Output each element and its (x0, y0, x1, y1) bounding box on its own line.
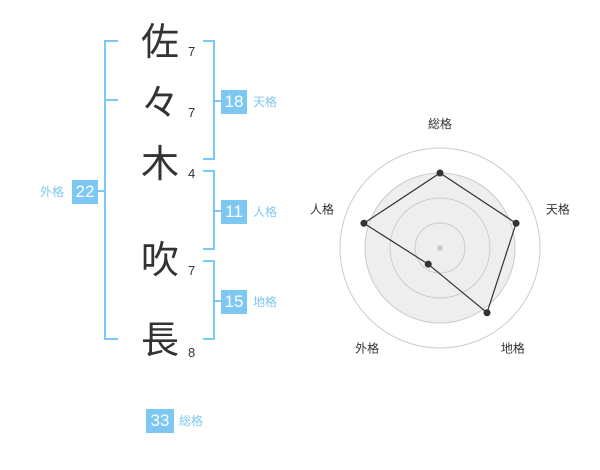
jinkaku-label: 人格 (253, 205, 278, 219)
radar-axis-label-2: 天格 (546, 202, 570, 217)
jinkaku-value: 11 (221, 200, 247, 224)
radar-point-1 (436, 169, 444, 177)
gaikaku-tick-middle (104, 99, 118, 101)
gaikaku-value: 22 (72, 180, 98, 204)
tenkaku-label: 天格 (253, 95, 278, 109)
stroke-count-5: 8 (188, 345, 196, 360)
radar-axis-label-4: 外格 (355, 340, 379, 355)
radar-point-3 (483, 309, 491, 317)
soukaku-value: 33 (146, 409, 174, 433)
radar-point-4 (424, 260, 432, 268)
radar-ring (414, 222, 466, 274)
soukaku-label: 総格 (179, 414, 204, 428)
chikaku-label: 地格 (253, 295, 278, 309)
stroke-count-2: 7 (188, 105, 196, 120)
radar-point-5 (360, 219, 368, 227)
radar-polygon (362, 172, 517, 314)
tenkaku-value: 18 (221, 90, 247, 114)
stroke-count-3: 4 (188, 166, 196, 181)
radar-axis-label-1: 総格 (428, 116, 452, 131)
gaikaku-bracket (104, 40, 118, 340)
jinkaku-connector (213, 210, 223, 212)
radar-axis-label-3: 地格 (501, 340, 525, 355)
name-char-1: 佐 (141, 20, 180, 64)
radar-point-2 (512, 219, 520, 227)
stroke-count-1: 7 (188, 44, 196, 59)
chikaku-value: 15 (221, 290, 247, 314)
name-char-5: 長 (141, 318, 180, 362)
gaikaku-label: 外格 (40, 185, 65, 199)
name-char-2: 々 (141, 81, 180, 125)
gaikaku-connector (96, 190, 106, 192)
chikaku-connector (213, 300, 223, 302)
radar-center (437, 245, 443, 251)
stroke-count-4: 7 (188, 263, 196, 278)
radar-axis-label-5: 人格 (310, 202, 334, 217)
name-char-3: 木 (141, 142, 180, 186)
tenkaku-connector (213, 100, 223, 102)
radar-ring (389, 197, 491, 299)
name-char-4: 吹 (141, 238, 180, 282)
